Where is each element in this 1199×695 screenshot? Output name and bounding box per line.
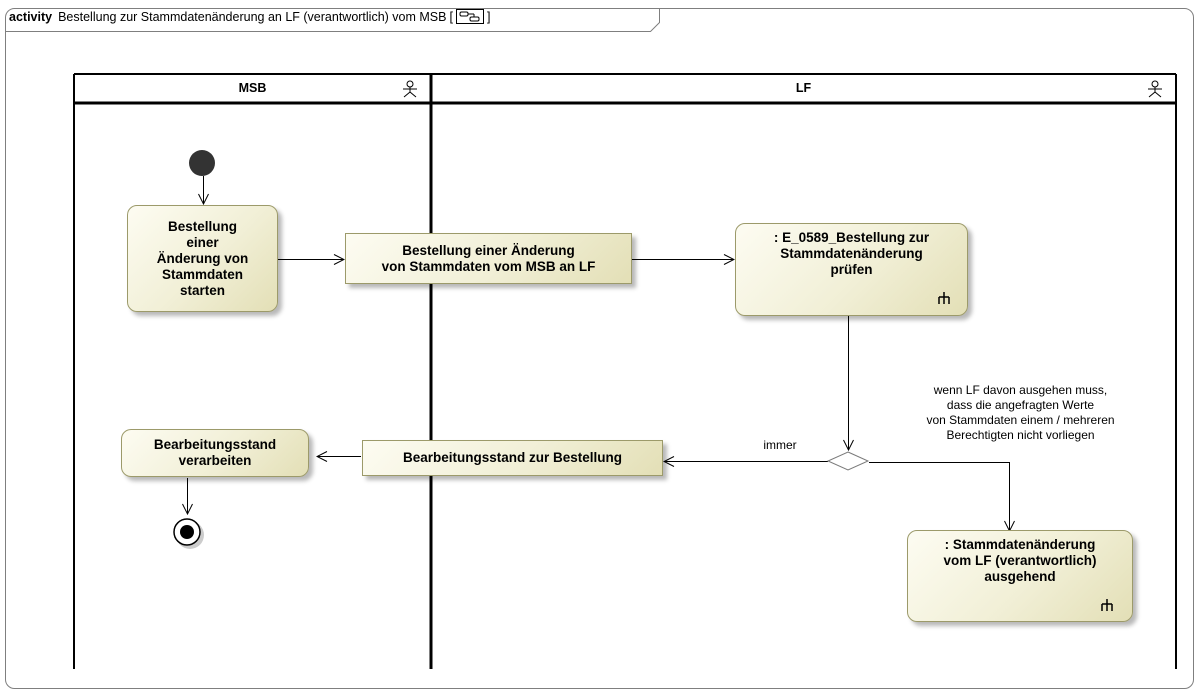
frame-title: Bestellung zur Stammdatenänderung an LF … (58, 10, 447, 24)
guard-condition: wenn LF davon ausgehen muss, dass die an… (926, 383, 1115, 442)
action-start-order[interactable]: Bestellung einer Änderung von Stammdaten… (127, 205, 278, 312)
object-status[interactable]: Bearbeitungsstand zur Bestellung (362, 440, 663, 476)
activity-diagram-icon[interactable] (455, 9, 484, 24)
action-change-from-lf-label: : Stammdatenänderung vom LF (verantwortl… (943, 537, 1097, 584)
frame-tab (5, 8, 660, 32)
initial-node (189, 150, 215, 176)
lane-title-lf: LF (795, 81, 812, 95)
frame-bracket-open: [ (449, 10, 453, 24)
frame-border (5, 8, 1194, 689)
object-order[interactable]: Bestellung einer Änderung von Stammdaten… (345, 233, 632, 284)
swimlanes (73, 73, 1177, 669)
actor-icon (403, 80, 417, 98)
guard-always: immer (763, 438, 797, 452)
actor-icon (1148, 80, 1162, 98)
activity-final-node (173, 518, 204, 549)
action-change-from-lf[interactable]: : Stammdatenänderung vom LF (verantwortl… (907, 530, 1133, 622)
frame-keyword: activity (9, 10, 53, 24)
frame-bracket-close: ] (486, 10, 491, 24)
action-check-order[interactable]: : E_0589_Bestellung zur Stammdatenänderu… (735, 223, 968, 316)
action-check-order-label: : E_0589_Bestellung zur Stammdatenänderu… (773, 230, 930, 277)
flow-decision-to-change (869, 462, 1010, 532)
decision-node (826, 451, 870, 471)
frame-label: activity Bestellung zur Stammdatenänderun… (9, 9, 490, 24)
action-process-status[interactable]: Bearbeitungsstand verarbeiten (121, 429, 309, 477)
rake-icon (938, 292, 950, 304)
rake-icon (1101, 599, 1113, 611)
lane-title-msb: MSB (238, 81, 267, 95)
